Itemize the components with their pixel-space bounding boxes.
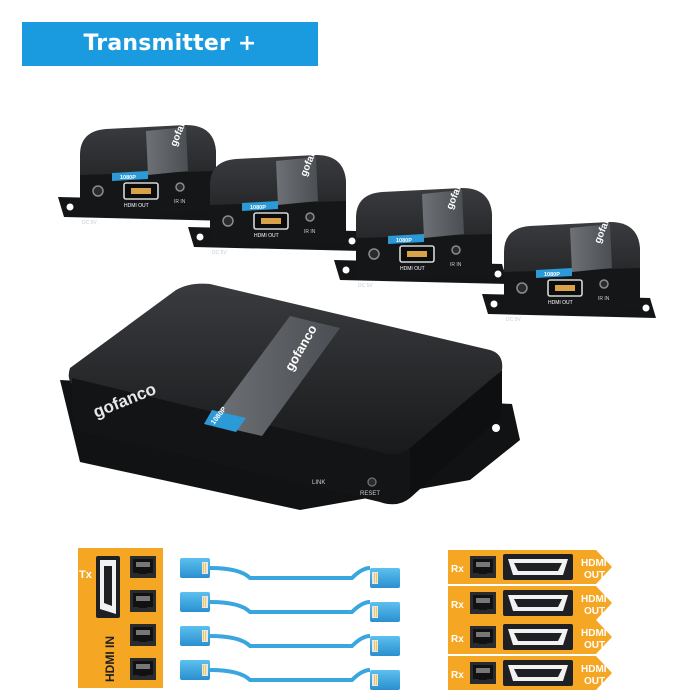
banner-title: Transmitter + Receivers (22, 22, 318, 100)
rx-diagram-1: Rx HDMI OUT (448, 550, 612, 584)
receiver-ir-label: IR IN (174, 199, 186, 205)
tx-label: Tx (79, 569, 93, 581)
ethernet-cables (180, 558, 400, 690)
receiver-model-badge: 1080P (396, 238, 412, 244)
rx-diagram-3: Rx HDMI OUT (448, 620, 612, 654)
receiver-unit-3: gofanco 1080P DC 5V HDMI OUT IR IN (333, 171, 509, 289)
receiver-power-label: DC 5V (212, 250, 227, 256)
receiver-hdmi-label: HDMI OUT (254, 233, 279, 239)
ethernet-cable-4 (180, 660, 400, 690)
receiver-model-badge: 1080P (120, 175, 136, 181)
transmitter-link-label: LINK (312, 480, 325, 486)
rx-label: Rx (451, 564, 464, 575)
receiver-unit-4: gofanco 1080P DC 5V HDMI OUT IR IN (481, 205, 657, 323)
tx-rj45-port-4 (130, 658, 156, 680)
receiver-hdmi-label: HDMI OUT (400, 266, 425, 272)
tx-rj45-port-3 (130, 624, 156, 646)
rx-diagram-4: Rx HDMI OUT (448, 656, 612, 690)
hdmi-out-label-line1: HDMI (581, 594, 607, 605)
receiver-ir-label: IR IN (450, 262, 462, 268)
receiver-unit-1: gofanco 1080P DC 5V HDMI OUT IR IN (57, 108, 233, 226)
receiver-ir-label: IR IN (304, 229, 316, 235)
ethernet-cable-3 (180, 626, 400, 656)
rx-label: Rx (451, 600, 464, 611)
hdmi-out-label-line1: HDMI (581, 558, 607, 569)
hdmi-out-label-line2: OUT (584, 640, 605, 651)
transmitter-reset-label: RESET (360, 491, 380, 497)
rx-label: Rx (451, 634, 464, 645)
receiver-power-label: DC 5V (506, 317, 521, 323)
receiver-model-badge: 1080P (250, 205, 266, 211)
receiver-ir-label: IR IN (598, 296, 610, 302)
receiver-model-badge: 1080P (544, 272, 560, 278)
hdmi-in-label: HDMI IN (103, 636, 117, 682)
rx-diagram-2: Rx HDMI OUT (448, 586, 612, 620)
hdmi-out-label-line2: OUT (584, 606, 605, 617)
hdmi-out-label-line1: HDMI (581, 628, 607, 639)
ethernet-cable-2 (180, 592, 400, 622)
hdmi-out-label-line2: OUT (584, 570, 605, 581)
receiver-power-label: DC 5V (358, 283, 373, 289)
tx-diagram: Tx HDMI IN (78, 548, 163, 688)
receiver-power-label: DC 5V (82, 220, 97, 226)
transmitter-unit: 1080P gofanco gofanco LINK RESET (60, 283, 520, 510)
hdmi-out-label-line2: OUT (584, 676, 605, 687)
receiver-hdmi-label: HDMI OUT (124, 203, 149, 209)
rx-label: Rx (451, 670, 464, 681)
receiver-hdmi-label: HDMI OUT (548, 300, 573, 306)
tx-rj45-port-2 (130, 590, 156, 612)
ethernet-cable-1 (180, 558, 400, 588)
tx-rj45-port-1 (130, 556, 156, 578)
hdmi-out-label-line1: HDMI (581, 664, 607, 675)
